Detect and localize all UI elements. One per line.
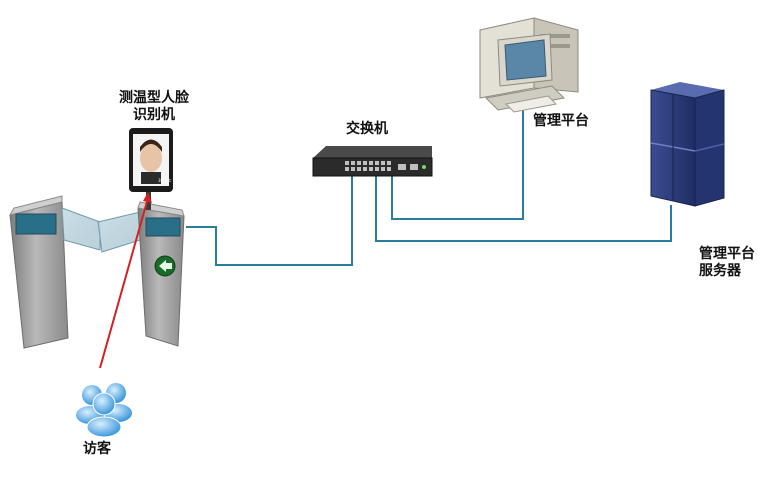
people-group-icon — [76, 383, 132, 438]
flap-barrier-turnstile-icon — [8, 190, 185, 349]
cable-switch-to-server — [375, 176, 672, 242]
management-pc-label: 管理平台 — [533, 113, 589, 129]
cable-switch-to-management-pc — [391, 110, 524, 220]
rack-server-icon — [650, 82, 725, 207]
terminal-label-line2: 识别机 — [133, 107, 175, 123]
desktop-computer-icon — [479, 17, 579, 113]
network-switch-icon — [312, 146, 433, 177]
server-label-line1: 管理平台 — [699, 246, 755, 262]
network-cables — [186, 110, 672, 266]
server-label: 管理平台 服务器 — [699, 246, 755, 280]
terminal-label: 测温型人脸 识别机 — [108, 90, 200, 124]
server-label-line2: 服务器 — [699, 263, 741, 279]
switch-label: 交换机 — [346, 121, 388, 137]
temperature-readout: 36.5℃ — [158, 178, 172, 183]
face-recognition-terminal-icon: 36.5℃ — [129, 128, 173, 192]
visitor-label: 访客 — [83, 441, 111, 457]
terminal-label-line1: 测温型人脸 — [119, 90, 189, 106]
visitor-path-arrow — [99, 192, 152, 369]
cable-turnstile-to-switch — [186, 176, 353, 266]
